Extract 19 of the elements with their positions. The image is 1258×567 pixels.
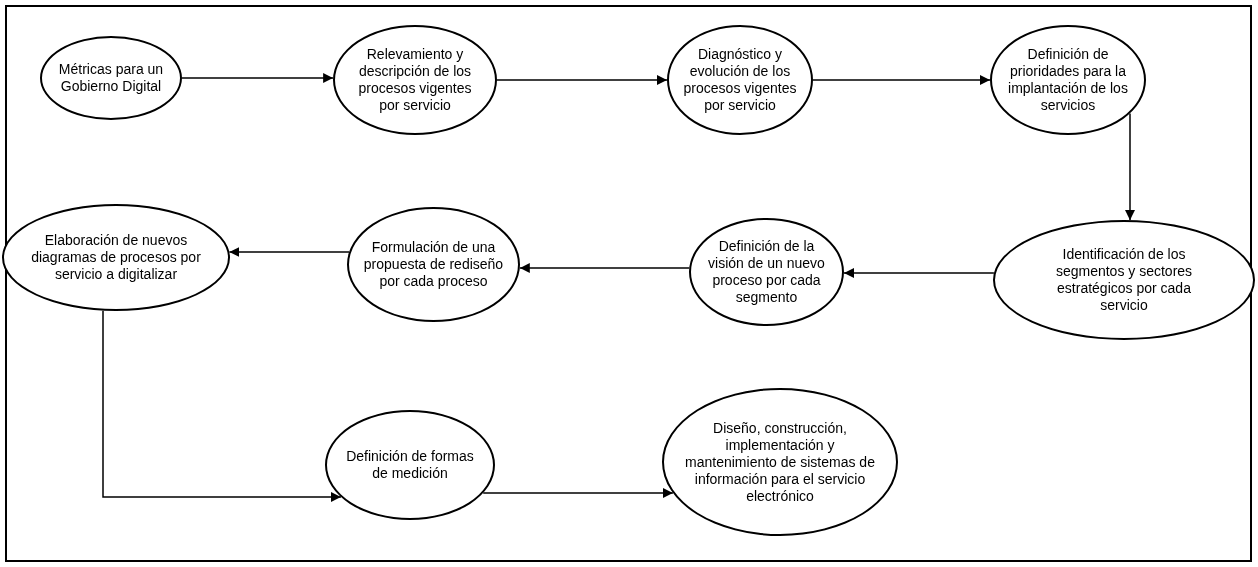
node-text: Identificación de los segmentos y sectores estratégicos por cada servicio <box>1054 246 1194 314</box>
arrow <box>181 73 334 83</box>
arrow <box>102 309 342 502</box>
arrow <box>519 263 690 273</box>
arrow <box>843 268 995 278</box>
node-text: Elaboración de nuevos diagramas de procesos por servicio a digitalizar <box>30 232 202 283</box>
arrow <box>1125 112 1135 221</box>
node-text: Formulación de una propuesta de rediseño por cada proceso <box>362 239 505 290</box>
node-text: Definición de formas de medición <box>345 448 475 482</box>
node-text: Diseño, construcción, implementación y mantenimiento de sistemas de información para el servicio electrónico <box>685 419 875 505</box>
arrow <box>812 75 991 85</box>
arrow <box>228 247 350 257</box>
node-text: Diagnóstico y evolución de los procesos vigentes por servicio <box>682 46 798 114</box>
arrow <box>482 488 674 498</box>
node-text: Relevamiento y descripción de los procesos vigentes por servicio <box>357 46 473 114</box>
arrow <box>496 75 668 85</box>
node-text: Definición de prioridades para la implantación de los servicios <box>1007 46 1129 114</box>
node-text: Métricas para un Gobierno Digital <box>57 61 165 95</box>
node-text: Definición de la visión de un nuevo proceso por cada segmento <box>707 238 826 306</box>
